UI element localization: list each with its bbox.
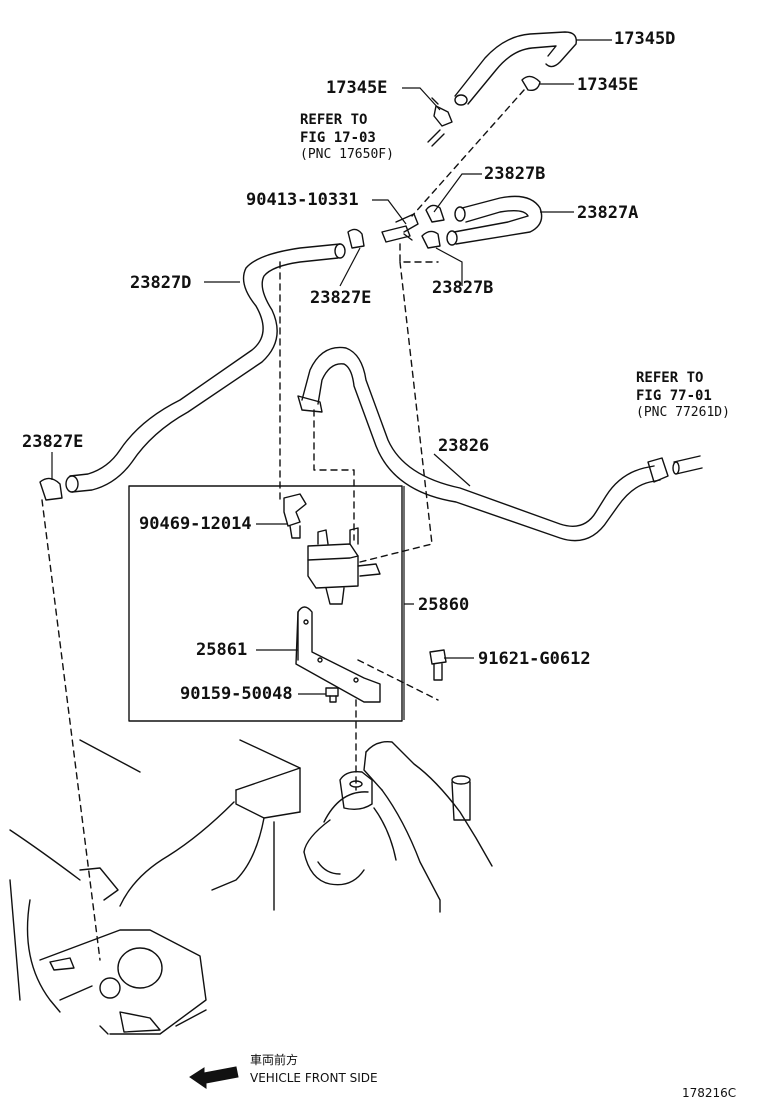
refer-note-2-line3: (PNC 77261D) bbox=[636, 405, 730, 420]
diagram-id: 178216C bbox=[682, 1086, 737, 1100]
label-23827D: 23827D bbox=[130, 273, 192, 293]
label-17345E-left: 17345E bbox=[326, 78, 388, 98]
label-25861: 25861 bbox=[196, 640, 248, 660]
fitting-90413 bbox=[381, 213, 419, 243]
label-90469: 90469-12014 bbox=[139, 514, 252, 534]
front-direction-jp: 車両前方 bbox=[250, 1053, 299, 1067]
engine-outline bbox=[9, 739, 301, 1035]
clip-17345E-left bbox=[431, 97, 453, 127]
dash-line-c bbox=[359, 261, 433, 563]
refer-note-2-line2: FIG 77-01 bbox=[636, 387, 712, 404]
label-23827B-top: 23827B bbox=[484, 164, 546, 184]
hose-23826 bbox=[297, 346, 703, 542]
refer-note-1-line2: FIG 17-03 bbox=[300, 129, 376, 146]
hose-23827D bbox=[65, 243, 346, 493]
refer-note-1-line3: (PNC 17650F) bbox=[300, 147, 394, 162]
label-23827B-bottom: 23827B bbox=[432, 278, 494, 298]
label-23827E-left: 23827E bbox=[22, 432, 84, 452]
label-90413: 90413-10331 bbox=[246, 190, 359, 210]
label-25860: 25860 bbox=[418, 595, 470, 615]
clip-17345E-right bbox=[521, 75, 541, 92]
dash-line-a bbox=[411, 89, 525, 217]
dash-line-e bbox=[41, 499, 101, 961]
label-23826: 23826 bbox=[438, 436, 490, 456]
refer-note-1-line1: REFER TO bbox=[300, 112, 368, 128]
refer-note-fig-77-01: REFER TO FIG 77-01 (PNC 77261D) bbox=[636, 370, 730, 421]
dash-line-b bbox=[399, 243, 439, 263]
clip-23827B-top bbox=[425, 204, 445, 223]
dash-line-f bbox=[313, 409, 355, 541]
fitting-90469 bbox=[283, 493, 307, 539]
bracket-25861 bbox=[295, 606, 381, 703]
front-direction-en: VEHICLE FRONT SIDE bbox=[250, 1071, 378, 1085]
hose-23827A bbox=[446, 195, 543, 246]
intake-manifold bbox=[303, 741, 493, 913]
label-23827A: 23827A bbox=[577, 203, 639, 223]
refer-note-2-line1: REFER TO bbox=[636, 370, 704, 386]
label-90159: 90159-50048 bbox=[180, 684, 293, 704]
bolt-91621 bbox=[429, 649, 447, 681]
label-17345E-right: 17345E bbox=[577, 75, 639, 95]
refer-note-fig-17-03: REFER TO FIG 17-03 (PNC 17650F) bbox=[300, 112, 394, 163]
screw-90159 bbox=[325, 687, 339, 703]
clip-23827E-mid bbox=[347, 228, 365, 249]
dash-line-g bbox=[357, 659, 439, 701]
pipe-stub bbox=[427, 129, 445, 147]
label-17345D: 17345D bbox=[614, 29, 676, 49]
hose-17345D bbox=[454, 31, 577, 106]
label-91621: 91621-G0612 bbox=[478, 649, 591, 669]
clip-23827B-bottom bbox=[421, 230, 441, 249]
vsv-valve bbox=[307, 527, 381, 605]
leader-lines bbox=[51, 39, 612, 720]
assembly-frame bbox=[128, 485, 403, 722]
clip-23827E-left bbox=[39, 477, 63, 501]
label-23827E-mid: 23827E bbox=[310, 288, 372, 308]
arrow-left-icon bbox=[189, 1066, 239, 1089]
